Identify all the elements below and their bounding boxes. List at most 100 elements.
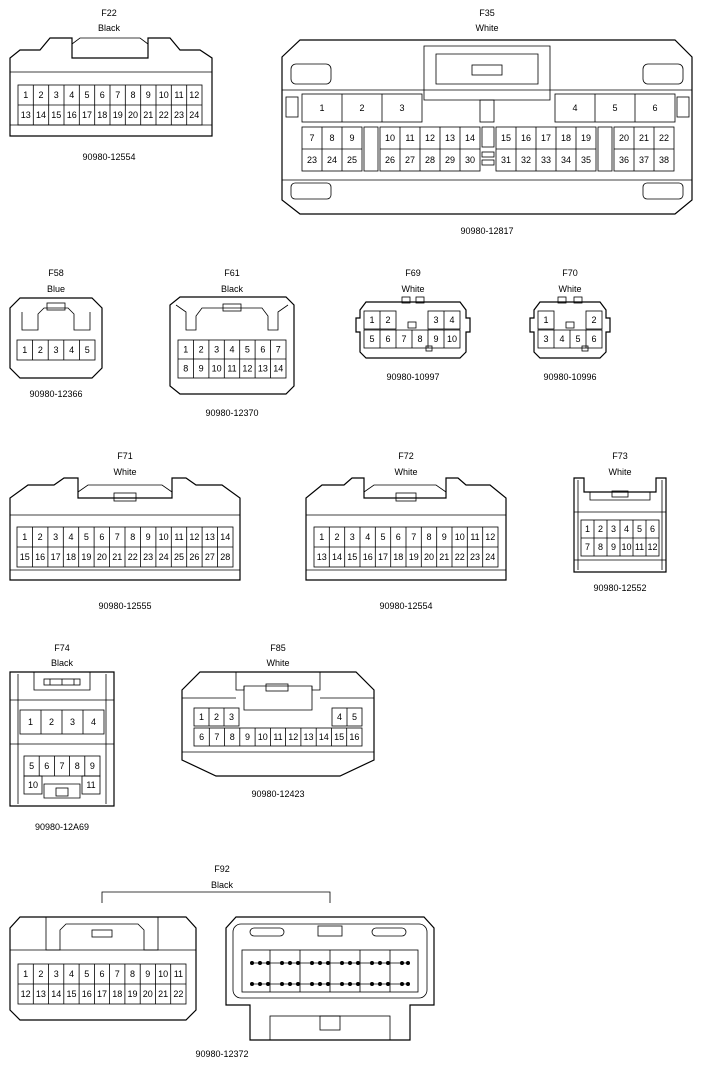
pin: 5: [352, 712, 357, 722]
pin: 10: [447, 334, 457, 344]
pin: 1: [543, 315, 548, 325]
pin: 14: [332, 552, 342, 562]
pin: 1: [585, 524, 590, 534]
pin: 5: [380, 532, 385, 542]
pin: 16: [363, 552, 373, 562]
pin: 22: [173, 989, 183, 999]
pin: 26: [385, 155, 395, 165]
part-number: 90980-12552: [593, 583, 646, 593]
connector-color: White: [558, 284, 581, 294]
pin: 16: [521, 133, 531, 143]
pin: 14: [36, 110, 46, 120]
pin: 11: [470, 532, 479, 542]
pin: 2: [49, 717, 54, 727]
pin: 4: [337, 712, 342, 722]
pin: 4: [91, 717, 96, 727]
pin: 11: [86, 780, 95, 790]
pin: 14: [273, 364, 283, 374]
pin-grid: [301, 93, 676, 123]
connector-housing: [9, 477, 241, 581]
pin: 8: [329, 133, 334, 143]
connector-id: F85: [270, 643, 286, 653]
pin: 31: [501, 155, 511, 165]
pin: 1: [183, 345, 188, 355]
pin: 9: [146, 532, 151, 542]
part-number: 90980-10996: [543, 372, 596, 382]
connector-housing: [9, 671, 115, 807]
pin: 9: [433, 334, 438, 344]
connector-lock: [423, 45, 551, 101]
pin: 28: [220, 552, 230, 562]
pin-grid: [177, 339, 287, 379]
pin: 2: [591, 315, 596, 325]
pin: 1: [23, 90, 28, 100]
pin: 9: [611, 542, 616, 552]
connector-color: White: [394, 467, 417, 477]
connector-lock: [589, 492, 651, 501]
pin: 12: [647, 542, 657, 552]
pin: 1: [319, 103, 324, 113]
pin: 6: [396, 532, 401, 542]
pin: 12: [485, 532, 495, 542]
pin: 3: [54, 90, 59, 100]
pin: 7: [411, 532, 416, 542]
pin: 2: [38, 532, 43, 542]
pin: 19: [127, 989, 137, 999]
pin: 4: [624, 524, 629, 534]
pin: 10: [621, 542, 631, 552]
pin: 3: [53, 345, 58, 355]
connector-lock: [77, 484, 173, 493]
pin: 10: [28, 780, 38, 790]
part-number: 90980-12372: [195, 1049, 248, 1059]
pin: 7: [115, 532, 120, 542]
pin: 20: [128, 110, 138, 120]
pin: 5: [84, 90, 89, 100]
pin: 10: [385, 133, 395, 143]
pin: 10: [158, 969, 168, 979]
pin: 17: [541, 133, 551, 143]
pin: 6: [199, 732, 204, 742]
pin: 10: [159, 90, 169, 100]
pin: 12: [189, 90, 199, 100]
connector-lock: [235, 672, 321, 691]
pin: 15: [501, 133, 511, 143]
pin: 6: [650, 524, 655, 534]
pin: 11: [273, 732, 282, 742]
terminal-dots: [250, 961, 410, 986]
part-number: 90980-12555: [98, 601, 151, 611]
pin: 4: [559, 334, 564, 344]
connector-id: F73: [612, 451, 628, 461]
pin: 11: [405, 133, 414, 143]
connector-id: F69: [405, 268, 421, 278]
pin: 21: [158, 989, 168, 999]
pin: 3: [54, 969, 59, 979]
pin: 2: [385, 315, 390, 325]
pin: 17: [97, 989, 107, 999]
pin: 3: [543, 334, 548, 344]
pin: 10: [159, 532, 169, 542]
pin: 15: [51, 110, 61, 120]
pin: 6: [99, 969, 104, 979]
pin: 3: [433, 315, 438, 325]
pin: 24: [189, 110, 199, 120]
connector-lock: [21, 307, 91, 331]
connector-id: F92: [214, 864, 230, 874]
pin: 16: [82, 989, 92, 999]
pin: 21: [439, 552, 449, 562]
pin: 16: [349, 732, 359, 742]
pin: 1: [319, 532, 324, 542]
pin: 15: [20, 552, 30, 562]
pin: 3: [53, 532, 58, 542]
pin: 34: [561, 155, 571, 165]
pin: 8: [598, 542, 603, 552]
pin: 28: [425, 155, 435, 165]
pin: 18: [561, 133, 571, 143]
pin: 13: [21, 110, 31, 120]
pin: 5: [29, 761, 34, 771]
pin: 5: [85, 345, 90, 355]
pin-grid: [313, 526, 499, 568]
pin: 8: [130, 969, 135, 979]
pin: 11: [174, 969, 183, 979]
mating-connector-view: [225, 916, 435, 1041]
connector-housing: [573, 477, 667, 573]
